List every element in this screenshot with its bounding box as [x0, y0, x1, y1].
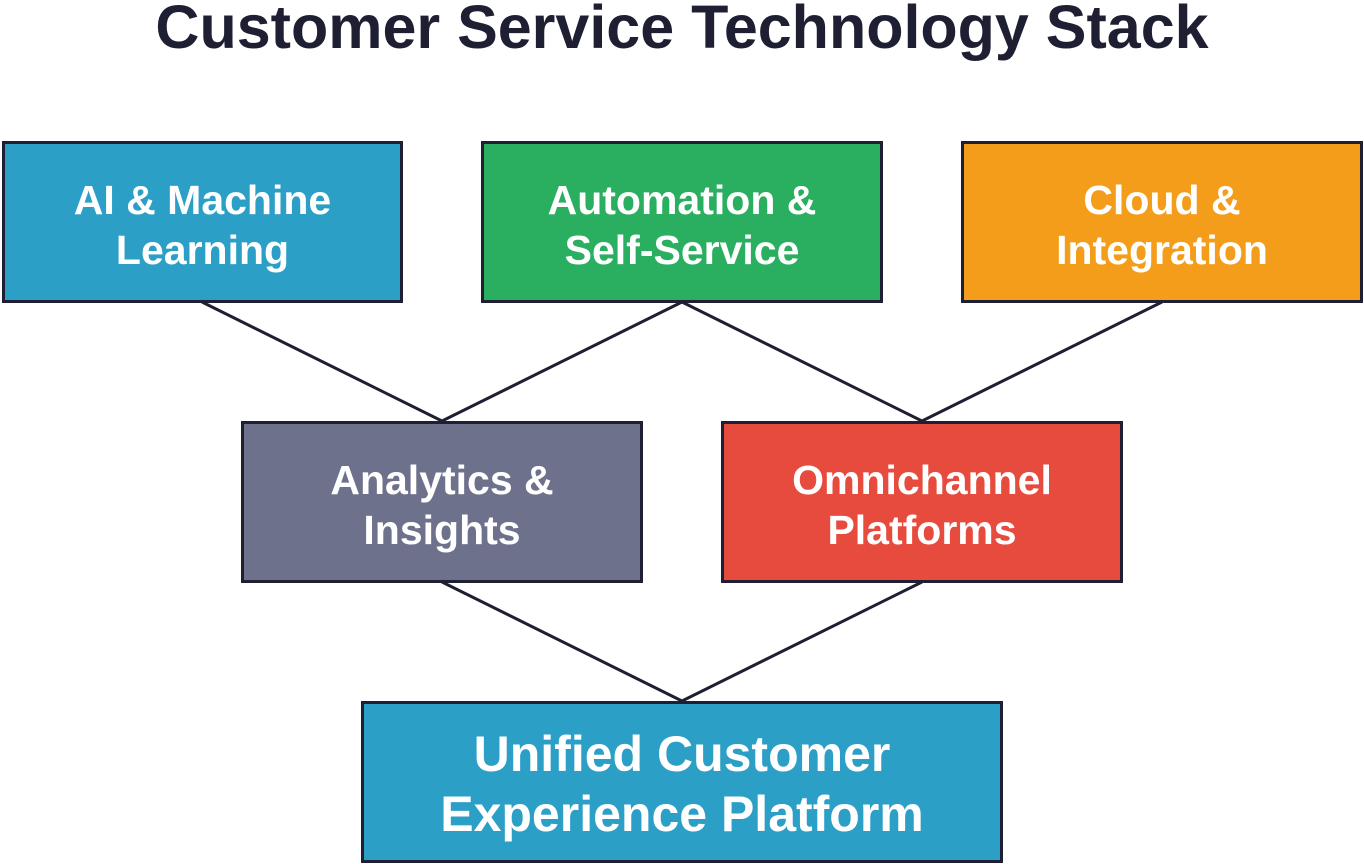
edge-ai-to-analytics [201, 300, 443, 423]
node-omnichannel-platforms: Omnichannel Platforms [721, 421, 1123, 583]
edge-analytics-to-unified [441, 580, 683, 703]
node-automation-line1: Automation & [547, 177, 817, 223]
edge-cloud-to-omnichannel [921, 300, 1163, 423]
node-analytics-insights: Analytics & Insights [241, 421, 643, 583]
node-unified-line2: Experience Platform [440, 786, 924, 842]
node-automation-self-service: Automation & Self-Service [481, 141, 883, 303]
edge-omnichannel-to-unified [681, 580, 923, 703]
node-unified-line1: Unified Customer [473, 726, 891, 782]
node-cloud-line1: Cloud & [1083, 177, 1241, 223]
edge-automation-to-analytics [441, 300, 683, 423]
node-ai-machine-learning: AI & Machine Learning [2, 141, 403, 303]
node-analytics-line2: Insights [363, 507, 521, 553]
node-ai-line2: Learning [115, 227, 290, 273]
node-omnichannel-line1: Omnichannel [792, 457, 1052, 503]
node-cloud-line2: Integration [1056, 227, 1268, 273]
page-title: Customer Service Technology Stack [155, 0, 1209, 61]
node-cloud-integration: Cloud & Integration [961, 141, 1363, 303]
node-analytics-line1: Analytics & [330, 457, 554, 503]
edge-automation-to-omnichannel [681, 300, 923, 423]
node-automation-line2: Self-Service [564, 227, 800, 273]
node-omnichannel-line2: Platforms [827, 507, 1017, 553]
node-ai-line1: AI & Machine [73, 177, 332, 223]
node-unified-customer-experience-platform: Unified Customer Experience Platform [361, 701, 1003, 863]
